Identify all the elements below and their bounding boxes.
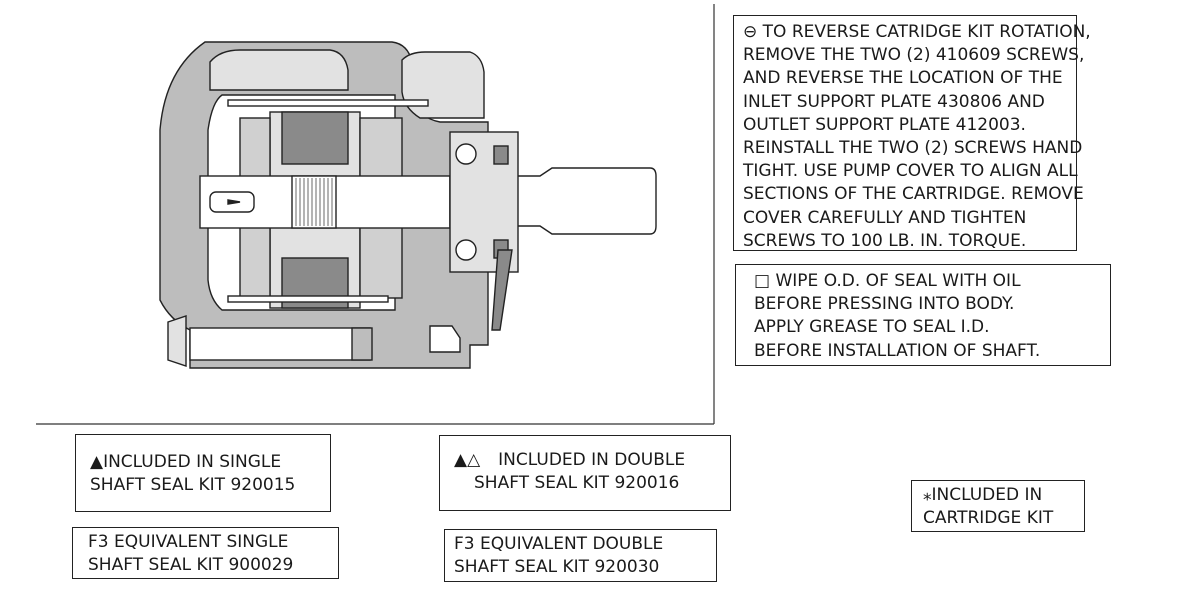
legend-single-line-1: INCLUDED IN SINGLE (103, 452, 282, 472)
top-pocket (209, 49, 349, 91)
note-reverse-line-6: REINSTALL THE TWO (2) SCREWS HAND (743, 138, 1083, 159)
legend-cartridge-kit: ⁎INCLUDED IN CARTRIDGE KIT (911, 480, 1085, 532)
filled-triangle-icon: ▲ (90, 452, 104, 472)
legend-f3-single-line-2: SHAFT SEAL KIT 900029 (88, 555, 294, 576)
legend-single-kit: ▲INCLUDED IN SINGLE SHAFT SEAL KIT 92001… (75, 434, 331, 512)
note-seal-oil: □ WIPE O.D. OF SEAL WITH OIL BEFORE PRES… (735, 264, 1111, 366)
tie-rod-bottom (227, 295, 389, 303)
legend-cartridge-line-1: INCLUDED IN (931, 485, 1043, 505)
filled-and-outline-triangle-icon: ▲△ (454, 450, 481, 470)
legend-double-kit: ▲△ INCLUDED IN DOUBLE SHAFT SEAL KIT 9200… (439, 435, 731, 511)
tie-rod-top (227, 99, 429, 107)
note-reverse-line-7: TIGHT. USE PUMP COVER TO ALIGN ALL (743, 161, 1078, 182)
right-pocket (401, 51, 485, 119)
legend-f3-single-line-1: F3 EQUIVALENT SINGLE (88, 532, 289, 552)
seal-wedge (491, 249, 513, 331)
note-reverse-line-3: AND REVERSE THE LOCATION OF THE (743, 68, 1063, 89)
circle-minus-icon: ⊖ (743, 22, 758, 42)
legend-f3-double-line-2: SHAFT SEAL KIT 920030 (454, 557, 660, 578)
asterisk-icon: ⁎ (923, 485, 932, 505)
note-reverse-line-8: SECTIONS OF THE CARTRIDGE. REMOVE (743, 184, 1084, 205)
legend-double-line-1: INCLUDED IN DOUBLE (498, 450, 686, 470)
legend-double-line-2: SHAFT SEAL KIT 920016 (474, 473, 680, 494)
vane-top (281, 111, 349, 165)
note-reverse-rotation: ⊖ TO REVERSE CATRIDGE KIT ROTATION, REMO… (733, 15, 1091, 251)
drain-port (429, 325, 461, 353)
port-nut (167, 315, 187, 367)
key-marker (227, 199, 241, 205)
note-reverse-line-4: INLET SUPPORT PLATE 430806 AND (743, 91, 1045, 112)
port-threads (351, 327, 373, 361)
legend-f3-single: F3 EQUIVALENT SINGLE SHAFT SEAL KIT 9000… (72, 527, 339, 579)
seal-top (493, 145, 509, 165)
note-seal-line-4: BEFORE INSTALLATION OF SHAFT. (754, 340, 1041, 361)
note-seal-line-3: APPLY GREASE TO SEAL I.D. (754, 317, 990, 338)
note-reverse-line-9: COVER CAREFULLY AND TIGHTEN (743, 207, 1027, 228)
bearing-ball-top (455, 143, 477, 165)
square-icon: □ (754, 271, 771, 291)
shaft-splines (291, 175, 337, 229)
pump-body (159, 41, 657, 369)
legend-f3-double: F3 EQUIVALENT DOUBLE SHAFT SEAL KIT 9200… (444, 529, 717, 582)
legend-f3-double-line-1: F3 EQUIVALENT DOUBLE (454, 534, 664, 554)
bottom-port (189, 327, 371, 361)
note-seal-line-2: BEFORE PRESSING INTO BODY. (754, 294, 1015, 315)
note-seal-line-1: □ WIPE O.D. OF SEAL WITH OIL (754, 271, 1021, 291)
note-reverse-line-5: OUTLET SUPPORT PLATE 412003. (743, 114, 1026, 135)
note-reverse-line-2: REMOVE THE TWO (2) 410609 SCREWS, (743, 45, 1085, 66)
legend-cartridge-line-2: CARTRIDGE KIT (923, 508, 1054, 529)
note-reverse-line-10: SCREWS TO 100 LB. IN. TORQUE. (743, 230, 1027, 251)
note-reverse-line-1: ⊖ TO REVERSE CATRIDGE KIT ROTATION, (743, 22, 1091, 42)
spline-lines (295, 178, 333, 226)
bearing-ball-bottom (455, 239, 477, 261)
legend-single-line-2: SHAFT SEAL KIT 920015 (90, 475, 296, 496)
